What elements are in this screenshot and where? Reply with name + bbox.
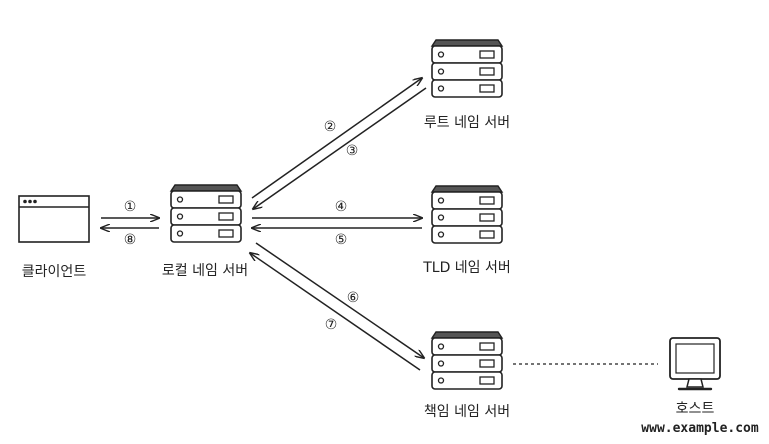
arrow-step-3 [253, 87, 427, 209]
server-icon-local [169, 184, 243, 243]
arrow-step-6 [255, 242, 424, 358]
root-dns-label: 루트 네임 서버 [423, 115, 511, 131]
step-3-label: ③ [345, 143, 359, 159]
step-1-label: ① [123, 199, 137, 215]
step-2-label: ② [323, 119, 337, 135]
host-domain: www.example.com [641, 421, 759, 436]
host-label: 호스트 [675, 401, 715, 417]
step-4-label: ④ [334, 199, 348, 215]
step-5-label: ⑤ [334, 232, 348, 248]
arrow-step-2 [251, 78, 422, 199]
step-7-label: ⑦ [324, 317, 338, 333]
arrow-step-7 [250, 253, 421, 371]
monitor-icon [669, 337, 721, 391]
tld-dns-label: TLD 네임 서버 [423, 260, 511, 276]
step-6-label: ⑥ [346, 290, 360, 306]
server-icon-tld [430, 185, 504, 244]
auth-dns-label: 책임 네임 서버 [423, 404, 511, 420]
step-8-label: ⑧ [123, 232, 137, 248]
local-dns-label: 로컬 네임 서버 [161, 263, 249, 279]
server-icon-authoritative [430, 331, 504, 390]
client-label: 클라이언트 [21, 264, 87, 280]
browser-window-icon [18, 195, 90, 243]
server-icon-root [430, 39, 504, 98]
